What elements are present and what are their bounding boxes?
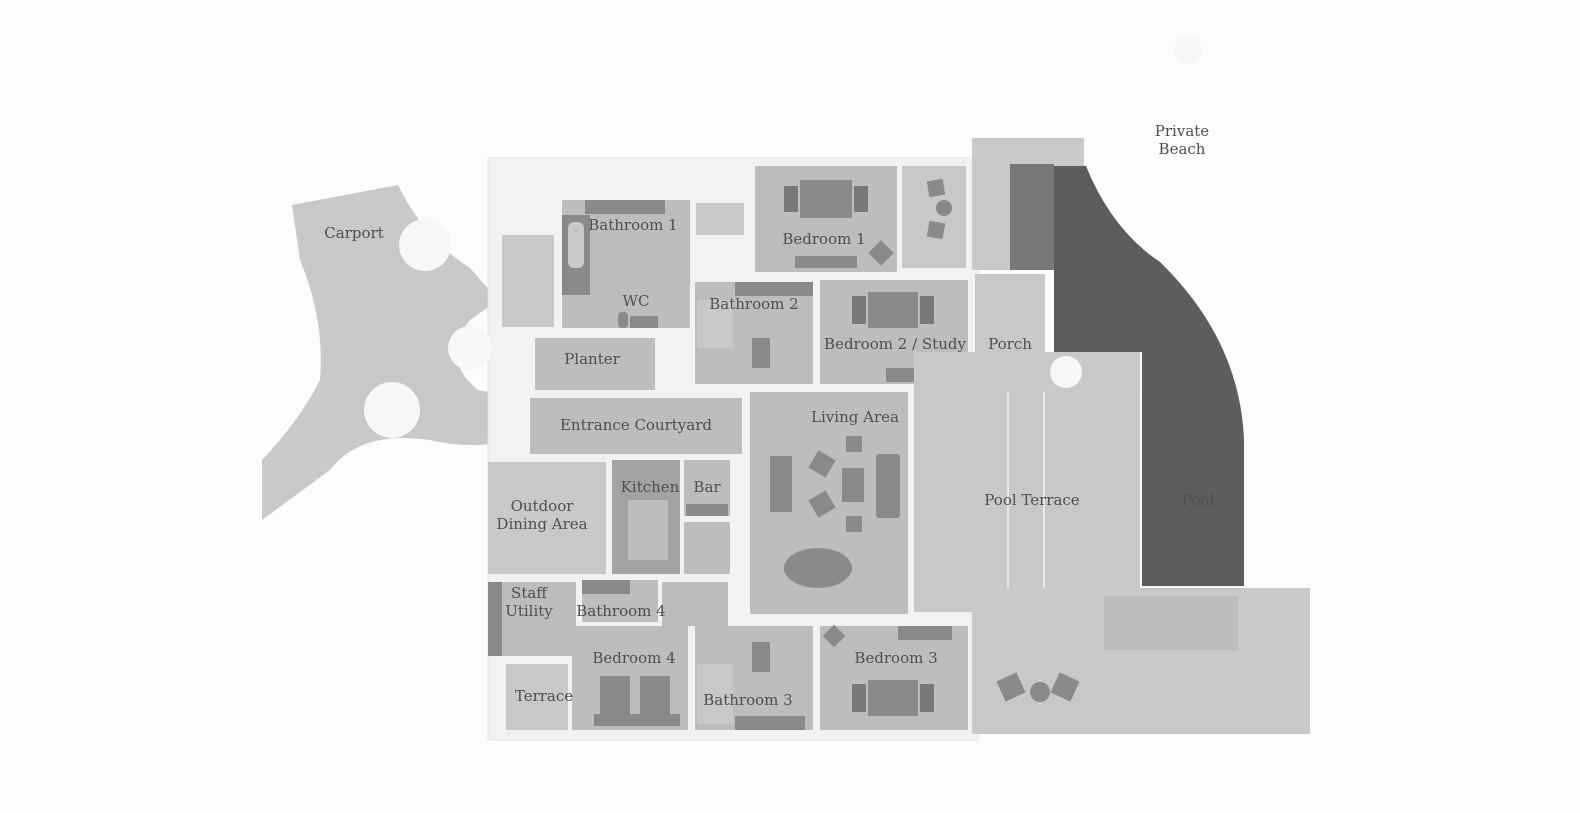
- bathroom1-vanity: [585, 200, 665, 214]
- pool-water: [1054, 166, 1244, 586]
- living-sofa: [876, 454, 900, 518]
- tree-beach: [1174, 36, 1202, 64]
- label-line: Dining Area: [496, 515, 587, 533]
- pool-terrace-inner: [958, 392, 1138, 612]
- bathroom1-tub-inner: [568, 222, 584, 268]
- label-bar: Bar: [693, 478, 721, 496]
- bedroom2-nightstand-l: [852, 296, 866, 324]
- wc-toilet: [618, 312, 628, 328]
- pantry-floor: [684, 522, 730, 574]
- label-bathroom4: Bathroom 4: [576, 602, 665, 620]
- label-bedroom2: Bedroom 2 / Study: [824, 335, 966, 353]
- deck-stripes: [1010, 164, 1054, 270]
- label-line: Outdoor: [511, 497, 575, 515]
- kitchen-floor-inner: [628, 500, 668, 560]
- label-kitchen: Kitchen: [621, 478, 680, 496]
- bathroom3-vanity: [735, 716, 805, 730]
- store-top: [696, 203, 744, 235]
- label-line: Private: [1155, 122, 1210, 140]
- staff-utility-counter: [488, 582, 502, 656]
- store-left: [502, 235, 554, 327]
- label-entrance: Entrance Courtyard: [560, 416, 712, 434]
- label-line: Beach: [1159, 140, 1206, 158]
- label-planter: Planter: [564, 350, 620, 368]
- living-armchair-1: [808, 450, 836, 478]
- bedroom3-bed: [868, 680, 918, 716]
- bedroom1-bench: [795, 256, 857, 268]
- planter-floor: [535, 338, 655, 390]
- bedroom3-nightstand-r: [920, 684, 934, 712]
- patio-table: [936, 200, 952, 216]
- bedroom3-nightstand-l: [852, 684, 866, 712]
- tree-path: [364, 382, 420, 438]
- living-armchair-2: [808, 490, 836, 518]
- bathroom3-shower: [697, 664, 733, 724]
- lounger-1: [996, 672, 1026, 702]
- label-pool: Pool: [1182, 491, 1215, 509]
- lounger-2: [1050, 672, 1080, 702]
- label-pool-terrace: Pool Terrace: [984, 491, 1080, 509]
- corridor-sw: [662, 582, 728, 626]
- bathroom4-vanity: [582, 580, 630, 594]
- living-table: [842, 468, 864, 502]
- entrance-floor: [530, 398, 742, 454]
- label-bathroom1: Bathroom 1: [588, 216, 677, 234]
- living-armchair-3: [846, 436, 862, 452]
- bar-counter: [686, 504, 728, 516]
- label-porch: Porch: [988, 335, 1032, 353]
- bedroom3-desk: [898, 626, 952, 640]
- label-bathroom3: Bathroom 3: [703, 691, 792, 709]
- label-line: Staff: [511, 584, 548, 602]
- bedroom1-chair: [868, 240, 894, 266]
- bedroom4-bed-1: [600, 676, 630, 714]
- bathroom3-fixtures: [752, 642, 770, 672]
- label-living: Living Area: [811, 408, 899, 426]
- bedroom1-bed: [800, 180, 852, 218]
- lounger-table: [1030, 682, 1050, 702]
- label-terrace: Terrace: [515, 687, 573, 705]
- living-dining-table: [784, 548, 852, 588]
- carport-inner: [268, 195, 520, 508]
- bathroom2-vanity: [735, 282, 813, 296]
- label-bathroom2: Bathroom 2: [709, 295, 798, 313]
- patio-chair-2: [926, 220, 946, 240]
- tree-porch: [1050, 356, 1082, 388]
- bedroom4-bench: [594, 714, 680, 726]
- patio-chair-1: [926, 178, 946, 198]
- bedroom1-nightstand-l: [784, 186, 798, 212]
- label-carport: Carport: [324, 224, 383, 242]
- bedroom2-nightstand-r: [920, 296, 934, 324]
- bedroom1-nightstand-r: [854, 186, 868, 212]
- label-wc: WC: [623, 292, 650, 310]
- bedroom4-bed-2: [640, 676, 670, 714]
- bathroom2-fixtures: [752, 338, 770, 368]
- wc-sink: [630, 316, 658, 328]
- planter-box: [1104, 596, 1238, 650]
- staff-utility-floor: [488, 582, 576, 656]
- deck-bottom-inner: [976, 620, 1086, 730]
- bedroom3-chair: [822, 624, 846, 648]
- tree-carport: [399, 219, 451, 271]
- bathroom2-shower: [697, 300, 733, 348]
- living-armchair-4: [846, 516, 862, 532]
- label-bedroom4: Bedroom 4: [592, 649, 675, 667]
- label-bedroom3: Bedroom 3: [854, 649, 937, 667]
- terrace-floor: [506, 664, 568, 730]
- label-line: Utility: [505, 602, 553, 620]
- bedroom2-bed: [868, 292, 918, 328]
- living-console: [770, 456, 792, 512]
- label-bedroom1: Bedroom 1: [782, 230, 865, 248]
- tree-entrance: [448, 326, 492, 370]
- outdoor-dining-floor: [488, 462, 606, 574]
